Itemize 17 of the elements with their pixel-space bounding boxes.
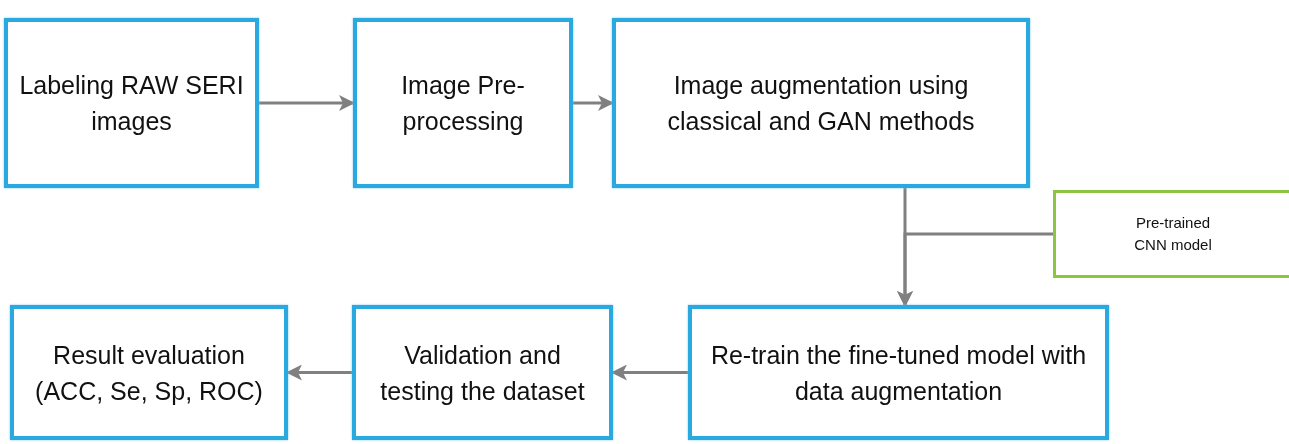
- process-box: [612, 18, 1030, 188]
- input-box: [1053, 190, 1289, 278]
- box-text: Image augmentation using classical and GAN methods: [666, 70, 976, 137]
- box-text: Re-train the fine-tuned model with data augmentation: [709, 339, 1088, 407]
- arrow: [259, 95, 355, 111]
- box-text: Image Pre-processing: [400, 70, 526, 137]
- process-box: [10, 305, 288, 440]
- box-text: Result evaluation (ACC, Se, Sp, ROC): [34, 339, 264, 407]
- process-box: [353, 18, 573, 188]
- arrow: [573, 95, 614, 111]
- box-text: Pre-trained CNN model: [1133, 213, 1213, 255]
- process-box: [4, 18, 259, 188]
- box-text: Labeling RAW SERI images: [18, 70, 245, 137]
- process-box: [352, 305, 613, 440]
- process-box: [688, 305, 1109, 440]
- arrow: [897, 232, 1053, 307]
- box-text: Validation and testing the dataset: [379, 339, 586, 407]
